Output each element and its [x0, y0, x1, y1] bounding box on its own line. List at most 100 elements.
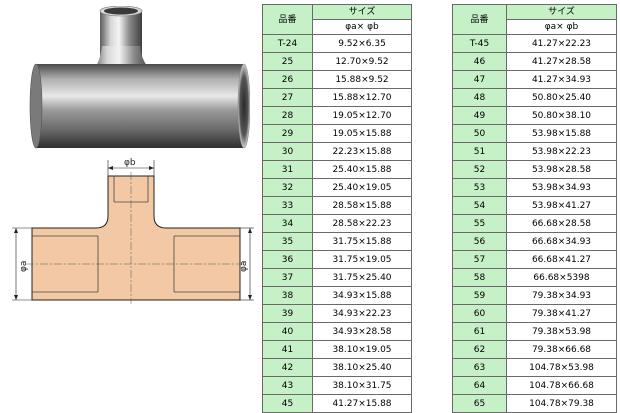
part-number-cell: 42 [262, 358, 313, 377]
part-number-cell: 48 [452, 88, 507, 107]
size-cell: 34.93×15.88 [312, 286, 412, 305]
size-cell: 28.58×15.88 [312, 196, 412, 215]
tee-dimension-drawing: φb φa φa [12, 158, 254, 304]
part-number-cell: 43 [262, 376, 313, 395]
part-number-cell: 47 [452, 70, 507, 89]
size-cell: 19.05×12.70 [312, 106, 412, 125]
size-cell: 38.10×25.40 [312, 358, 412, 377]
size-cell: 22.23×15.88 [312, 142, 412, 161]
part-number-cell: 59 [452, 286, 507, 305]
part-number-cell: 61 [452, 322, 507, 341]
part-number-cell: 30 [262, 142, 313, 161]
part-number-cell: 60 [452, 304, 507, 323]
size-cell: 19.05×15.88 [312, 124, 412, 143]
part-number-cell: 31 [262, 160, 313, 179]
part-number-cell: 50 [452, 124, 507, 143]
size-cell: 15.88×12.70 [312, 88, 412, 107]
header-dimension: φa× φb [506, 19, 617, 35]
part-number-cell: 38 [262, 286, 313, 305]
size-cell: 53.98×15.88 [506, 124, 617, 143]
part-number-cell: 55 [452, 214, 507, 233]
size-cell: 15.88×9.52 [312, 70, 412, 89]
size-cell: 53.98×28.58 [506, 160, 617, 179]
size-cell: 79.38×41.27 [506, 304, 617, 323]
size-cell: 41.27×22.23 [506, 34, 617, 53]
size-cell: 38.10×31.75 [312, 376, 412, 395]
size-cell: 31.75×19.05 [312, 250, 412, 269]
part-number-cell: 29 [262, 124, 313, 143]
size-cell: 79.38×66.68 [506, 340, 617, 359]
part-number-cell: 56 [452, 232, 507, 251]
part-number-cell: 51 [452, 142, 507, 161]
header-dimension: φa× φb [312, 19, 412, 35]
part-number-cell: 33 [262, 196, 313, 215]
part-number-cell: 39 [262, 304, 313, 323]
part-number-cell: 53 [452, 178, 507, 197]
size-cell: 66.68×5398 [506, 268, 617, 287]
part-number-cell: 28 [262, 106, 313, 125]
size-cell: 41.27×34.93 [506, 70, 617, 89]
size-cell: 31.75×15.88 [312, 232, 412, 251]
header-size: サイズ [312, 4, 412, 20]
size-cell: 66.68×34.93 [506, 232, 617, 251]
part-number-cell: 35 [262, 232, 313, 251]
part-number-cell: 52 [452, 160, 507, 179]
part-number-cell: 36 [262, 250, 313, 269]
size-cell: 66.68×28.58 [506, 214, 617, 233]
part-number-cell: 46 [452, 52, 507, 71]
size-cell: 34.93×22.23 [312, 304, 412, 323]
size-cell: 41.27×28.58 [506, 52, 617, 71]
size-cell: 50.80×38.10 [506, 106, 617, 125]
part-number-cell: T-24 [262, 34, 313, 53]
dim-label-a-left: φa [19, 261, 29, 272]
size-cell: 104.78×66.68 [506, 376, 617, 395]
size-cell: 50.80×25.40 [506, 88, 617, 107]
part-number-cell: 27 [262, 88, 313, 107]
part-number-cell: 58 [452, 268, 507, 287]
part-number-cell: 57 [452, 250, 507, 269]
size-cell: 41.27×15.88 [312, 394, 412, 413]
part-number-cell: 34 [262, 214, 313, 233]
size-cell: 79.38×34.93 [506, 286, 617, 305]
dim-label-b: φb [124, 158, 136, 168]
part-number-cell: 41 [262, 340, 313, 359]
header-part-number: 品番 [452, 4, 507, 35]
part-number-cell: 40 [262, 322, 313, 341]
part-number-cell: 45 [262, 394, 313, 413]
part-number-cell: 25 [262, 52, 313, 71]
size-cell: 25.40×19.05 [312, 178, 412, 197]
size-cell: 66.68×41.27 [506, 250, 617, 269]
size-cell: 53.98×34.93 [506, 178, 617, 197]
part-number-cell: 54 [452, 196, 507, 215]
